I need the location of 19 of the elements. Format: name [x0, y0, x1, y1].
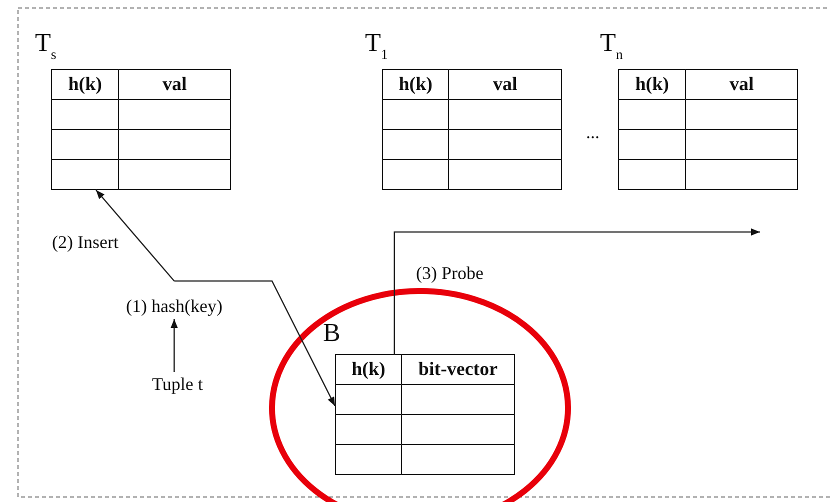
arrow — [170, 319, 178, 372]
step-text: (1) hash(key) — [124, 281, 224, 319]
column-header: h(k) — [382, 70, 449, 100]
arrow — [96, 190, 175, 282]
column-header: val — [118, 70, 230, 100]
table-name: T$_{s}$ — [35, 30, 56, 65]
column-header: h(k) — [618, 70, 686, 100]
arrow — [394, 228, 760, 354]
arrow — [174, 280, 336, 406]
table-name: T$_{n}$ — [600, 30, 623, 65]
column-header: val — [448, 70, 562, 100]
column-header: val — [686, 70, 798, 100]
table-name: T$_{1}$ — [365, 30, 388, 65]
table-name: B — [323, 320, 340, 346]
column-header: bit-vector — [401, 354, 514, 384]
column-header: h(k) — [336, 354, 402, 384]
column-header: h(k) — [52, 70, 119, 100]
ellipsis-text: ... — [586, 122, 600, 142]
step-text: Tuple t — [150, 372, 205, 396]
